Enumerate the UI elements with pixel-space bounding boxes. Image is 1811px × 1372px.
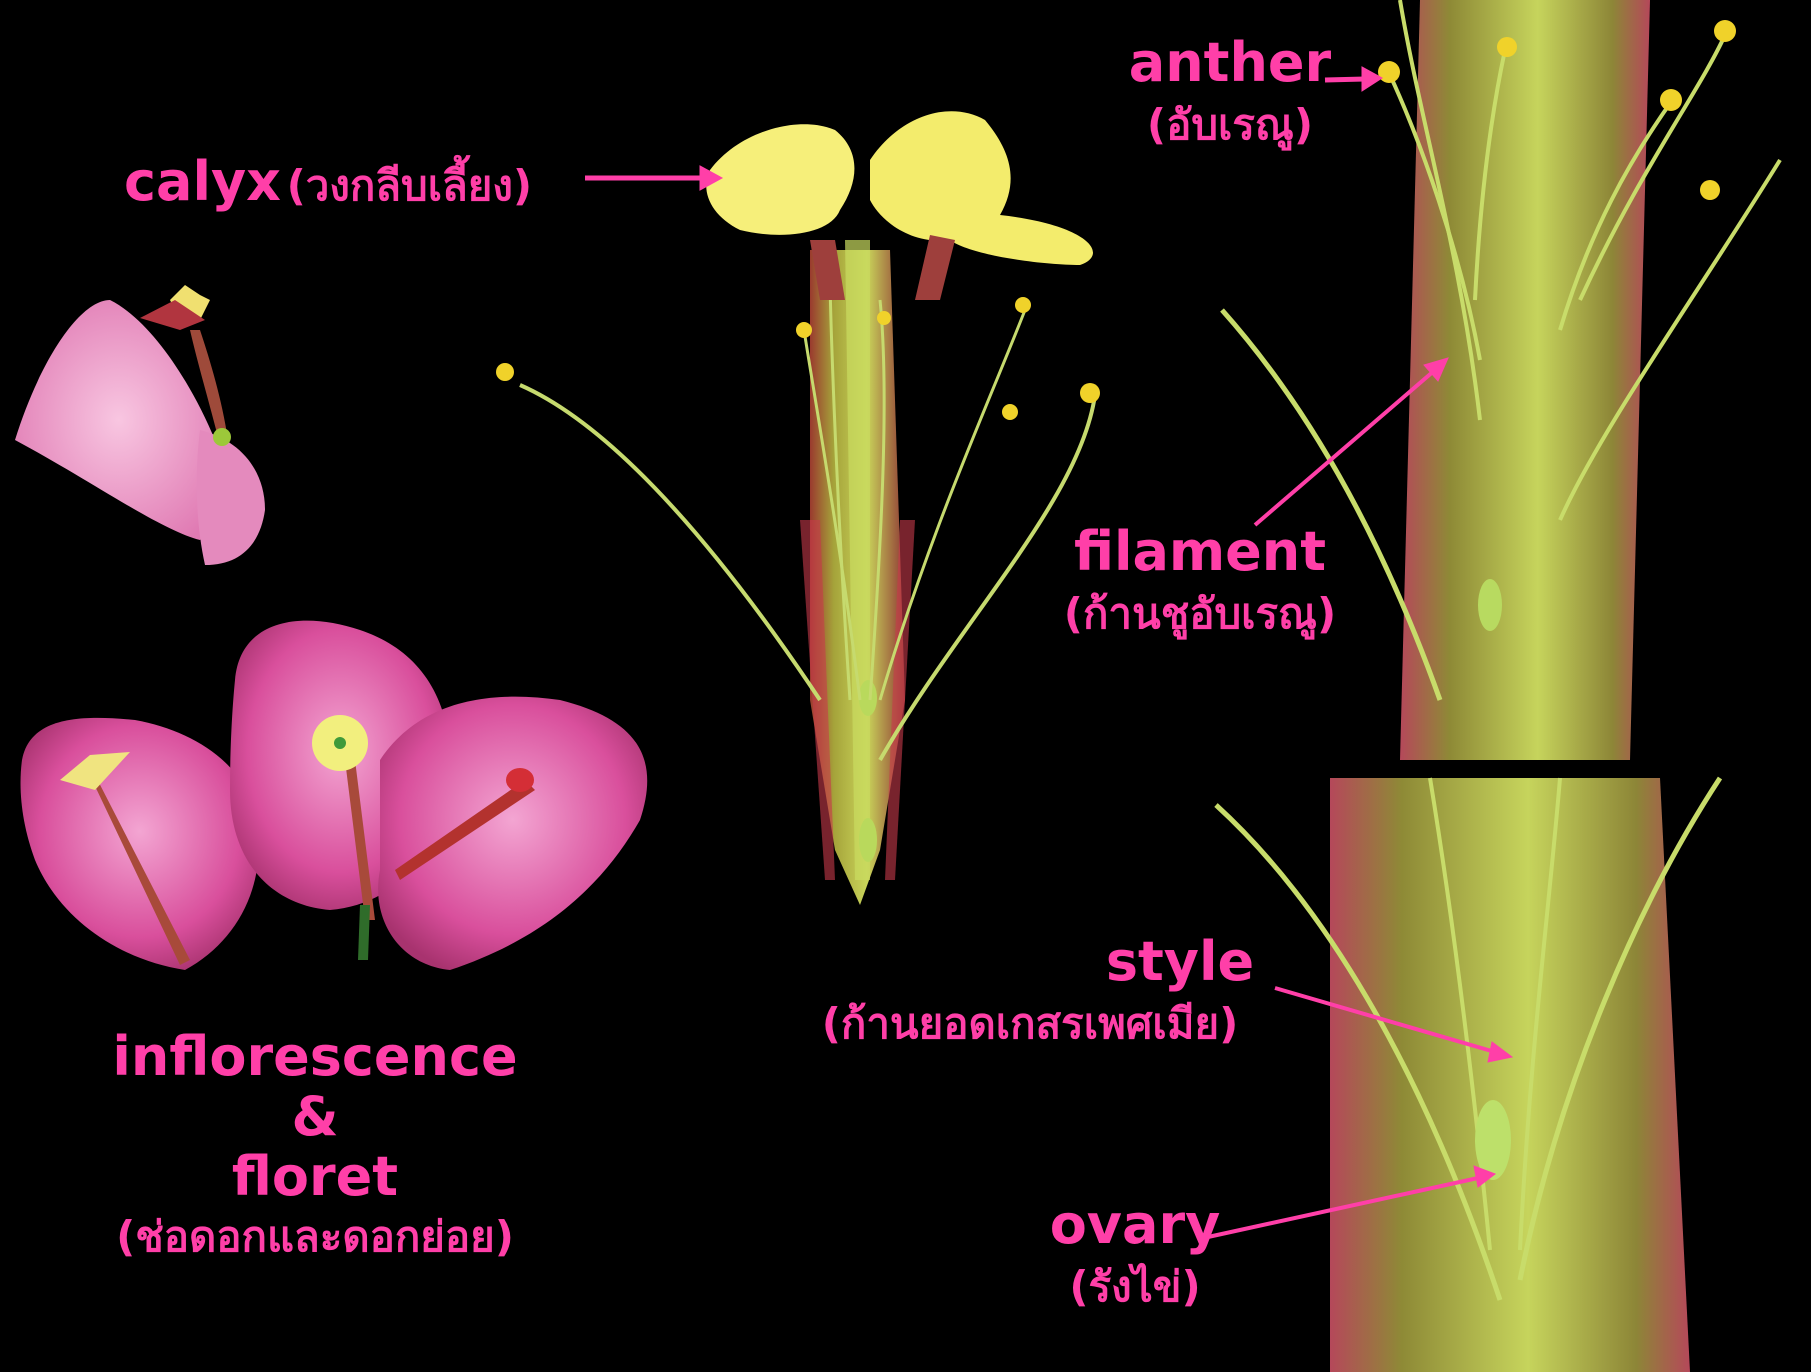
filament-term-thai: (ก้านชูอับเรณู)	[1030, 593, 1370, 635]
anther-term-thai: (อับเรณู)	[1120, 104, 1340, 146]
ovary-term-thai: (รังไข่)	[1035, 1266, 1235, 1308]
inflorescence-photo	[21, 621, 648, 970]
anther-label: anther (อับเรณู)	[1120, 36, 1340, 146]
inflorescence-term-thai: (ช่อดอกและดอกย่อย)	[75, 1216, 555, 1258]
style-label: style (ก้านยอดเกสรเพศเมีย)	[770, 935, 1290, 1045]
style-term: style	[770, 935, 1290, 989]
ovary-label: ovary (รังไข่)	[1035, 1198, 1235, 1308]
filament-term: filament	[1030, 525, 1370, 579]
ampersand: &	[75, 1090, 555, 1144]
ovary-closeup-photo	[1215, 778, 1725, 1372]
floret-term: floret	[75, 1150, 555, 1204]
ovary-term: ovary	[1035, 1198, 1235, 1252]
single-bract-floret-photo	[15, 285, 265, 565]
calyx-label: calyx (วงกลีบเลี้ยง)	[124, 155, 532, 209]
anther-term: anther	[1120, 36, 1340, 90]
inflorescence-term: inflorescence	[75, 1030, 555, 1084]
inflorescence-label: inflorescence & floret (ช่อดอกและดอกย่อย…	[75, 1030, 555, 1258]
calyx-term: calyx	[124, 150, 281, 213]
calyx-term-thai: (วงกลีบเลี้ยง)	[287, 161, 533, 210]
filament-label: filament (ก้านชูอับเรณู)	[1030, 525, 1370, 635]
style-term-thai: (ก้านยอดเกสรเพศเมีย)	[770, 1003, 1290, 1045]
